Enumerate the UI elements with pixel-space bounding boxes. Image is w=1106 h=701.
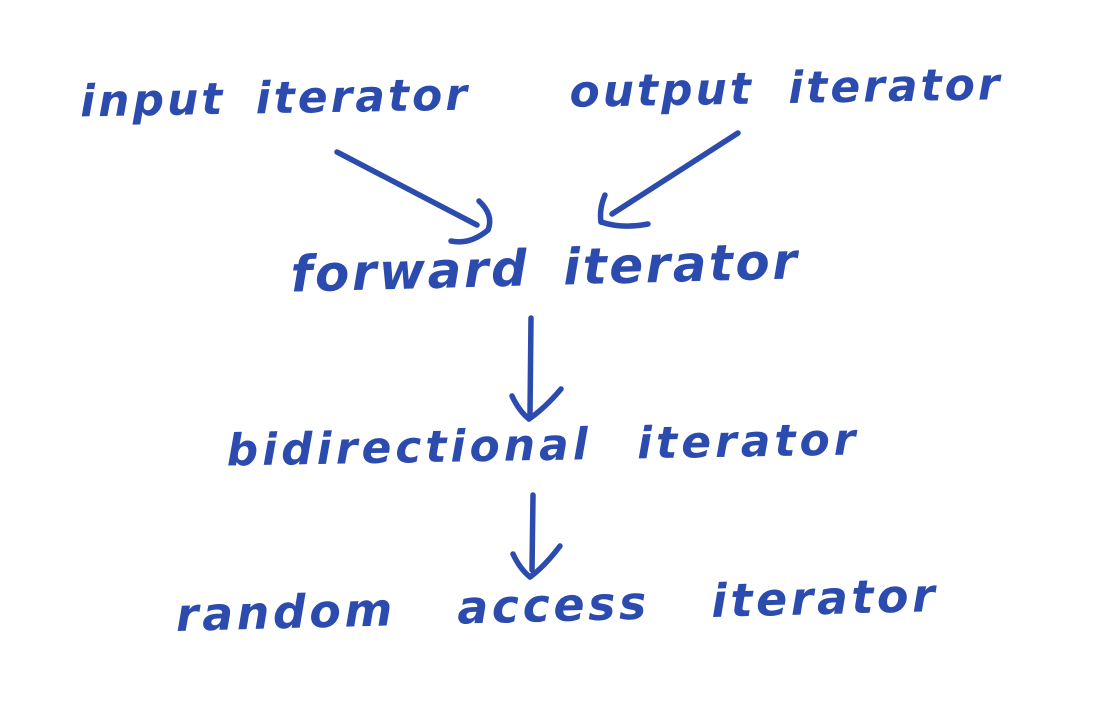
arrow-input-to-forward-icon (334, 149, 493, 245)
arrow-forward-to-bidirectional-icon (509, 315, 564, 422)
arrow-output-to-forward-icon (597, 130, 741, 229)
arrow-bidirectional-to-random-icon (510, 492, 563, 580)
node-input-iterator: input iterator (79, 69, 471, 128)
node-output-iterator: output iterator (569, 59, 1003, 118)
